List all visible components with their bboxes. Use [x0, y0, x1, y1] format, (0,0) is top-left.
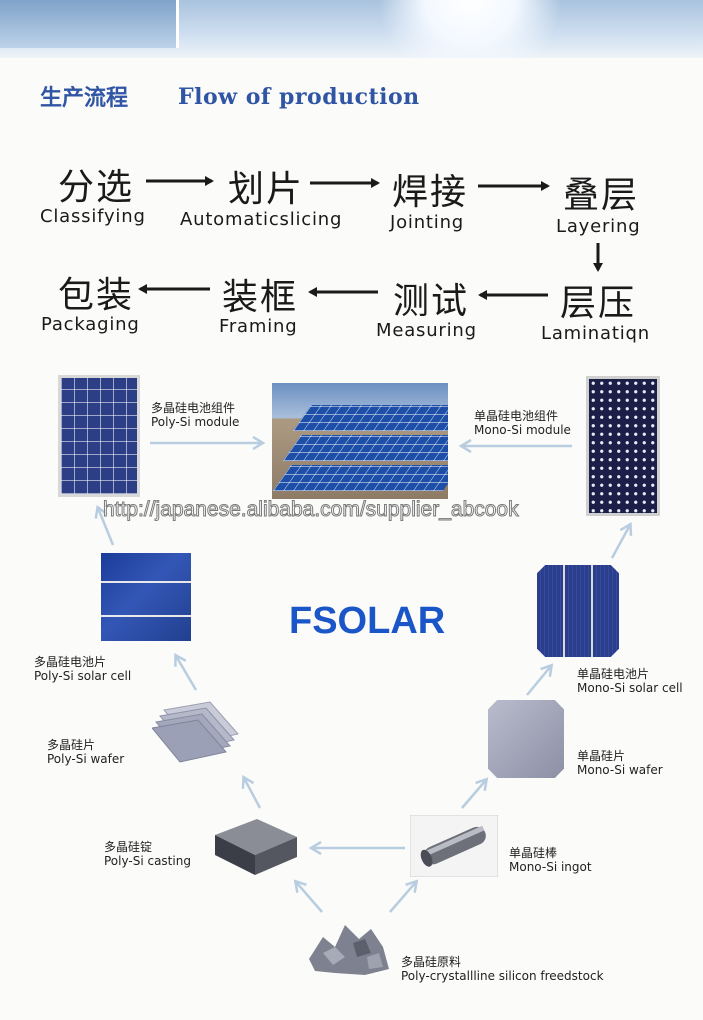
- arrow-raw-to-casting: [296, 882, 323, 913]
- step-framing-en: Framing: [219, 316, 298, 337]
- arrow-ingot-to-wafer: [461, 780, 486, 809]
- arrow-raw-to-ingot: [389, 882, 416, 913]
- step-framing-cn: 装框: [222, 277, 299, 318]
- step-slicing-cn: 划片: [228, 169, 305, 210]
- poly-si-wafer-image: [152, 701, 239, 763]
- arrow-mono-cell-to-module: [610, 525, 630, 559]
- step-classifying-en: Classifying: [40, 206, 146, 227]
- step-packaging-cn: 包装: [58, 275, 135, 316]
- poly-casting-label: 多晶硅锭 Poly-Si casting: [104, 840, 191, 868]
- mono-ingot-label: 单晶硅棒 Mono-Si ingot: [509, 846, 592, 874]
- poly-si-module-image: [58, 375, 140, 497]
- label-en: Poly-crystallline silicon freedstock: [401, 969, 604, 983]
- sun-glow: [360, 0, 580, 58]
- heading-chinese: 生产流程: [40, 85, 129, 111]
- panel-row: [272, 465, 448, 491]
- raw-material-label: 多晶硅原料 Poly-crystallline silicon freedsto…: [401, 955, 604, 983]
- label-cn: 单晶硅电池片: [577, 667, 650, 681]
- panel-row: [292, 405, 448, 431]
- solar-field-image: [272, 383, 448, 499]
- label-cn: 多晶硅电池片: [34, 655, 107, 669]
- watermark-url: http://japanese.alibaba.com/supplier_abc…: [103, 498, 520, 522]
- step-jointing-en: Jointing: [390, 212, 465, 233]
- busbar: [563, 565, 565, 657]
- top-banner: [0, 0, 703, 58]
- label-cn: 多晶硅锭: [104, 840, 153, 854]
- mono-wafer-label: 单晶硅片 Mono-Si wafer: [577, 749, 663, 777]
- label-cn: 单晶硅棒: [509, 846, 558, 860]
- busbar: [591, 565, 593, 657]
- banner-photo-frame: [0, 0, 179, 48]
- busbar: [101, 581, 191, 583]
- label-en: Poly-Si solar cell: [34, 669, 132, 683]
- mono-si-ingot-image: [410, 815, 498, 877]
- label-cn: 多晶硅片: [47, 738, 96, 752]
- step-layering-cn: 叠层: [563, 175, 640, 216]
- mono-si-module-image: [586, 376, 660, 516]
- arrow-casting-to-wafer: [244, 778, 262, 809]
- step-measuring-cn: 测试: [393, 281, 470, 322]
- poly-wafer-label: 多晶硅片 Poly-Si wafer: [47, 738, 124, 766]
- step-slicing-en: Automaticslicing: [180, 209, 343, 230]
- heading-english: Flow of production: [178, 84, 420, 110]
- poly-si-cell-image: [101, 553, 191, 641]
- label-en: Poly-Si wafer: [47, 752, 125, 766]
- poly-cell-label: 多晶硅电池片 Poly-Si solar cell: [34, 655, 131, 683]
- label-en: Mono-Si module: [474, 423, 571, 437]
- step-lamination-cn: 层压: [560, 283, 637, 324]
- step-jointing-cn: 焊接: [392, 172, 469, 213]
- arrow-poly-wafer-to-cell: [176, 656, 198, 691]
- poly-si-casting-image: [215, 819, 297, 875]
- arrow-poly-cell-to-module: [98, 508, 115, 546]
- step-measuring-en: Measuring: [376, 320, 477, 341]
- label-en: Mono-Si solar cell: [577, 681, 683, 695]
- arrow-mono-wafer-to-cell: [526, 666, 551, 696]
- label-en: Poly-Si module: [151, 415, 240, 429]
- label-cn: 单晶硅片: [577, 749, 626, 763]
- poly-module-label: 多晶硅电池组件 Poly-Si module: [151, 401, 239, 429]
- step-layering-en: Layering: [556, 216, 641, 237]
- step-lamination-en: Laminatiqn: [541, 323, 650, 344]
- step-classifying-cn: 分选: [58, 167, 135, 208]
- panel-row: [282, 435, 448, 461]
- raw-silicon-image: [309, 925, 389, 975]
- label-en: Poly-Si casting: [104, 854, 191, 868]
- label-en: Mono-Si ingot: [509, 860, 592, 874]
- mono-module-label: 单晶硅电池组件 Mono-Si module: [474, 409, 571, 437]
- label-cn: 单晶硅电池组件: [474, 409, 559, 423]
- label-en: Mono-Si wafer: [577, 763, 663, 777]
- brand-name: FSOLAR: [289, 600, 446, 642]
- mono-si-wafer-image: [488, 700, 564, 778]
- mono-cell-label: 单晶硅电池片 Mono-Si solar cell: [577, 667, 683, 695]
- mono-si-cell-image: [537, 565, 619, 657]
- label-cn: 多晶硅原料: [401, 955, 462, 969]
- label-cn: 多晶硅电池组件: [151, 401, 236, 415]
- step-packaging-en: Packaging: [41, 314, 140, 335]
- busbar: [101, 615, 191, 617]
